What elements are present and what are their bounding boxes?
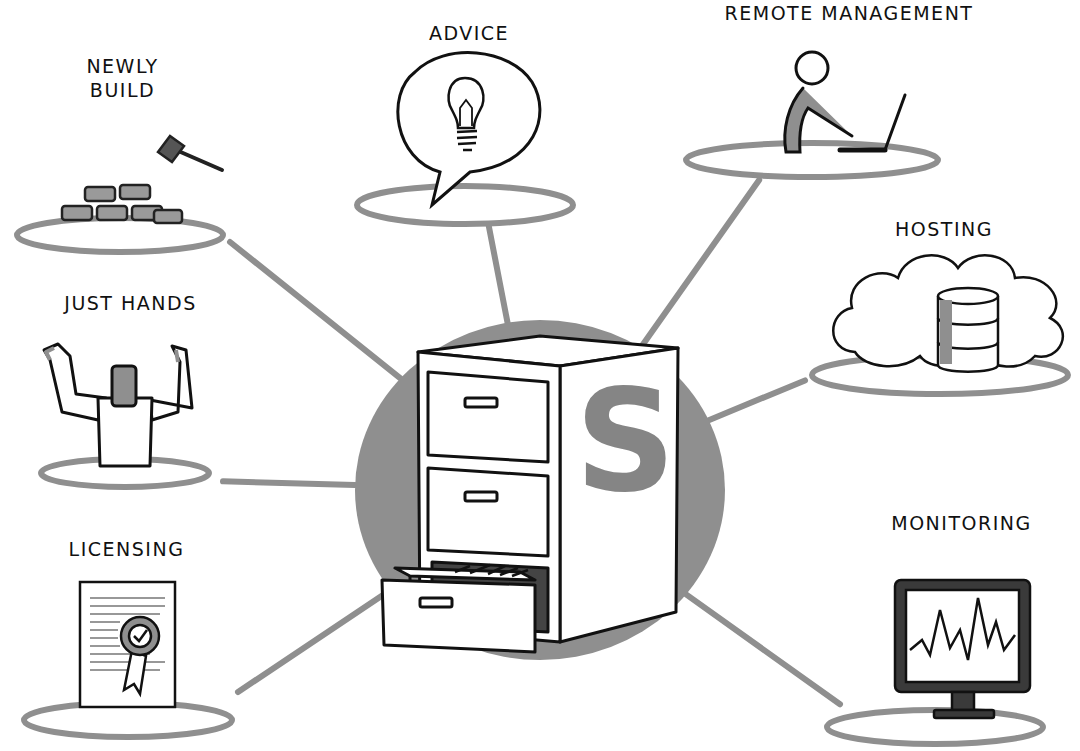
monitor-screen [906, 590, 1019, 682]
filing-cabinet [382, 336, 678, 652]
platform-ring [827, 710, 1043, 744]
hub-node: S [355, 320, 725, 660]
license-certificate [121, 617, 159, 655]
strong-figure [112, 366, 136, 406]
logo-letter: S [575, 372, 665, 512]
filing-cabinet [382, 580, 535, 652]
speech-bubble [448, 78, 483, 128]
remote-worker [840, 148, 885, 153]
license-certificate [124, 650, 146, 694]
bricks-hammer [158, 136, 184, 162]
speech-bubble [460, 100, 472, 126]
monitor-screen [952, 692, 974, 710]
bricks-hammer [85, 187, 115, 201]
monitor-screen [910, 598, 1015, 660]
connector-line [238, 590, 390, 692]
license-certificate [80, 582, 175, 707]
hosting-cloud [833, 255, 1063, 371]
service-label: REMOTE MANAGEMENT [700, 2, 998, 26]
service-label: MONITORING [840, 512, 1080, 536]
filing-cabinet [409, 576, 412, 580]
monitor-screen [895, 580, 1030, 718]
service-label: JUST HANDS [38, 292, 223, 316]
strong-figure [46, 348, 178, 362]
hosting-cloud [938, 296, 998, 372]
filing-cabinet [428, 372, 548, 462]
filing-cabinet [420, 598, 452, 607]
service-node: MONITORING [840, 512, 1080, 745]
service-node: REMOTE MANAGEMENT [700, 2, 998, 180]
license-certificate [134, 630, 147, 641]
service-label: LICENSING [15, 538, 238, 562]
service-label: NEWLY BUILD [73, 55, 173, 103]
hub-disc [355, 320, 725, 660]
service-label: ADVICE [350, 22, 588, 46]
connector-line [709, 380, 805, 420]
monitor-screen [895, 580, 1030, 692]
service-node: ADVICE [350, 22, 588, 225]
platform-ring [686, 143, 938, 177]
remote-worker [785, 52, 905, 152]
connector-line [686, 594, 840, 704]
bricks-hammer [154, 210, 182, 223]
speech-bubble [398, 53, 540, 205]
speech-bubble [457, 131, 477, 150]
speech-bubble [398, 53, 540, 205]
monitor-screen [934, 710, 994, 718]
connector-line [223, 481, 355, 485]
service-label: HOSTING [805, 218, 1080, 242]
bricks-hammer [97, 206, 127, 220]
platform-ring [357, 186, 573, 224]
license-certificate [90, 598, 165, 670]
filing-cabinet [560, 348, 678, 642]
strong-figure [44, 344, 192, 466]
service-node: NEWLY BUILD [15, 55, 230, 255]
platform-ring [17, 218, 223, 252]
filing-cabinet [455, 565, 528, 576]
service-node: LICENSING [15, 538, 238, 740]
connector-line [230, 242, 400, 378]
bricks-hammer [120, 185, 150, 199]
remote-worker [796, 52, 828, 84]
license-certificate [129, 625, 151, 647]
remote-worker [885, 95, 905, 150]
strong-figure [44, 344, 106, 420]
filing-cabinet [428, 468, 548, 556]
license-certificate [80, 582, 175, 707]
connector-line [489, 225, 508, 323]
filing-cabinet [465, 398, 497, 407]
filing-cabinet [465, 492, 497, 501]
hosting-cloud [833, 255, 1063, 366]
service-node: HOSTING [805, 218, 1080, 395]
bricks-hammer [62, 136, 222, 223]
remote-worker [785, 88, 852, 152]
hosting-cloud [940, 300, 952, 364]
bricks-hammer [176, 150, 222, 170]
strong-figure [98, 398, 152, 466]
service-node: JUST HANDS [38, 292, 223, 490]
strong-figure [150, 346, 192, 420]
bricks-hammer [62, 206, 92, 220]
connector-line [641, 180, 759, 347]
